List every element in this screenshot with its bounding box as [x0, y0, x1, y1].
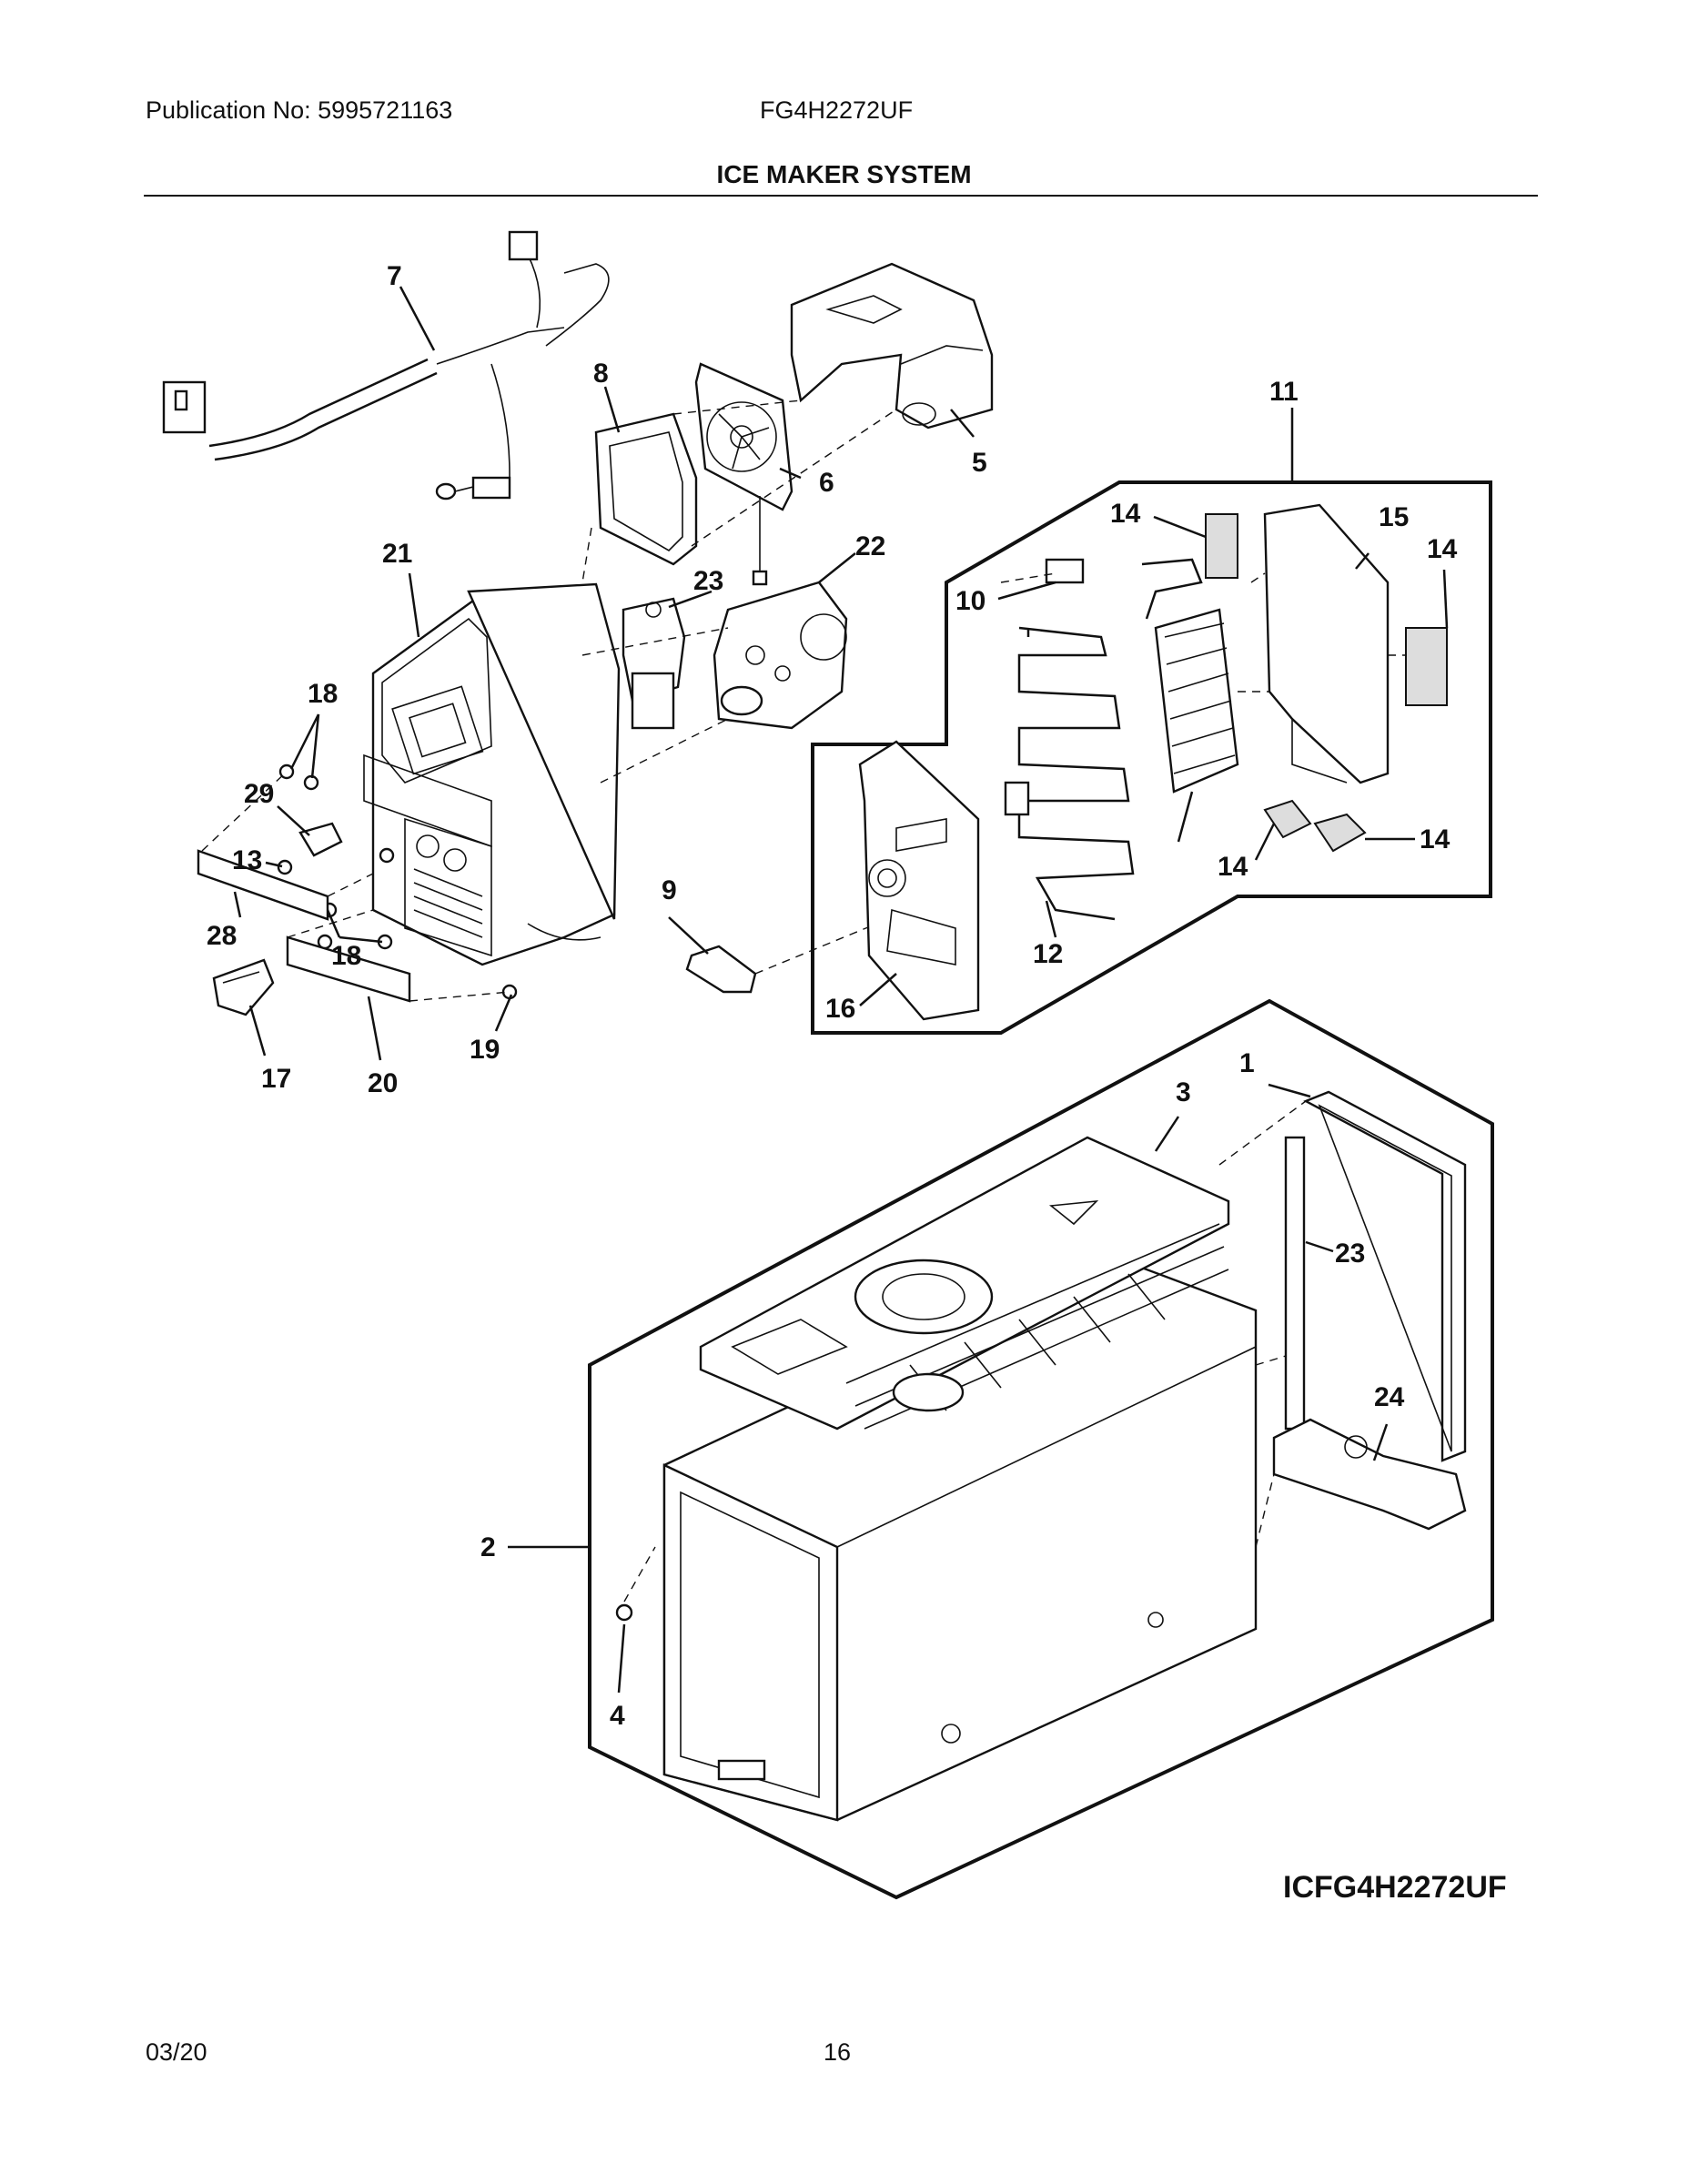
callout-1: 1	[1239, 1048, 1255, 1078]
callout-10: 10	[955, 586, 986, 616]
callout-14a: 14	[1110, 499, 1141, 529]
solenoid-valve	[622, 597, 686, 730]
callout-27: 28	[207, 921, 237, 951]
leader-lines	[233, 286, 1449, 1694]
callout-4: 4	[610, 1701, 625, 1731]
callout-9: 9	[662, 875, 677, 905]
door-1	[1303, 1090, 1467, 1462]
screw-4	[615, 1603, 633, 1622]
wire-harness	[162, 230, 610, 500]
callout-15: 15	[1379, 502, 1409, 532]
callout-21: 21	[382, 539, 412, 569]
callout-14c: 14	[1218, 852, 1248, 882]
callout-17: 17	[261, 1064, 291, 1094]
fan-shroud	[594, 412, 698, 566]
ice-bucket-frame	[588, 998, 1494, 1900]
clip-9	[685, 945, 757, 994]
callout-8: 8	[593, 359, 609, 389]
callout-18b: 18	[331, 941, 361, 971]
callout-labels: 7 8 6 5 11 21 22 23 18 29 13 28 18 9 19 …	[207, 261, 1458, 1731]
callout-16: 16	[825, 994, 855, 1024]
callout-19: 19	[470, 1035, 500, 1065]
page-title: ICE MAKER SYSTEM	[716, 160, 972, 188]
diagram-code: ICFG4H2272UF	[1283, 1870, 1507, 1905]
insulation-pads-14	[1205, 513, 1448, 853]
fan-motor	[694, 362, 793, 586]
evaporator-coil-12	[1004, 558, 1135, 921]
callout-24: 23	[1335, 1239, 1365, 1269]
footer-date: 03/20	[146, 2038, 207, 2066]
callout-12: 12	[1033, 939, 1063, 969]
callout-7: 7	[387, 261, 402, 291]
callout-18a: 18	[308, 679, 338, 709]
ice-tray-lid-3	[699, 1136, 1230, 1431]
callout-20: 20	[368, 1068, 398, 1098]
bar-27	[197, 849, 329, 921]
callout-26: 24	[1374, 1382, 1405, 1412]
page-number: 16	[824, 2038, 852, 2066]
callout-23: 23	[693, 566, 723, 596]
callout-3: 3	[1176, 1077, 1191, 1107]
publication-number: Publication No: 5995721163	[146, 96, 453, 124]
drive-motor	[713, 581, 848, 730]
callout-28: 29	[244, 779, 274, 809]
evaporator-group-frame	[811, 480, 1492, 1035]
callout-5: 5	[972, 448, 987, 478]
clip-28	[298, 822, 343, 857]
cap-17	[212, 958, 275, 1016]
strip-24	[1284, 1136, 1306, 1431]
callout-13: 13	[232, 845, 262, 875]
bracket-26	[1272, 1418, 1467, 1531]
model-number: FG4H2272UF	[760, 96, 914, 124]
callout-11: 11	[1269, 377, 1299, 407]
evaporator-cover-16	[858, 740, 980, 1021]
heater-fins-29	[1141, 558, 1239, 794]
callout-22: 22	[855, 531, 885, 561]
callout-14b: 14	[1427, 534, 1458, 564]
callout-2: 2	[480, 1532, 496, 1562]
air-duct	[790, 262, 994, 430]
callout-6: 6	[819, 468, 834, 498]
header-rule	[144, 195, 1538, 197]
ice-maker-housing	[363, 582, 621, 966]
housing-vents	[413, 868, 483, 938]
callout-14d: 14	[1420, 824, 1450, 854]
ice-grid	[845, 1223, 1229, 1430]
cover-15	[1263, 503, 1390, 784]
